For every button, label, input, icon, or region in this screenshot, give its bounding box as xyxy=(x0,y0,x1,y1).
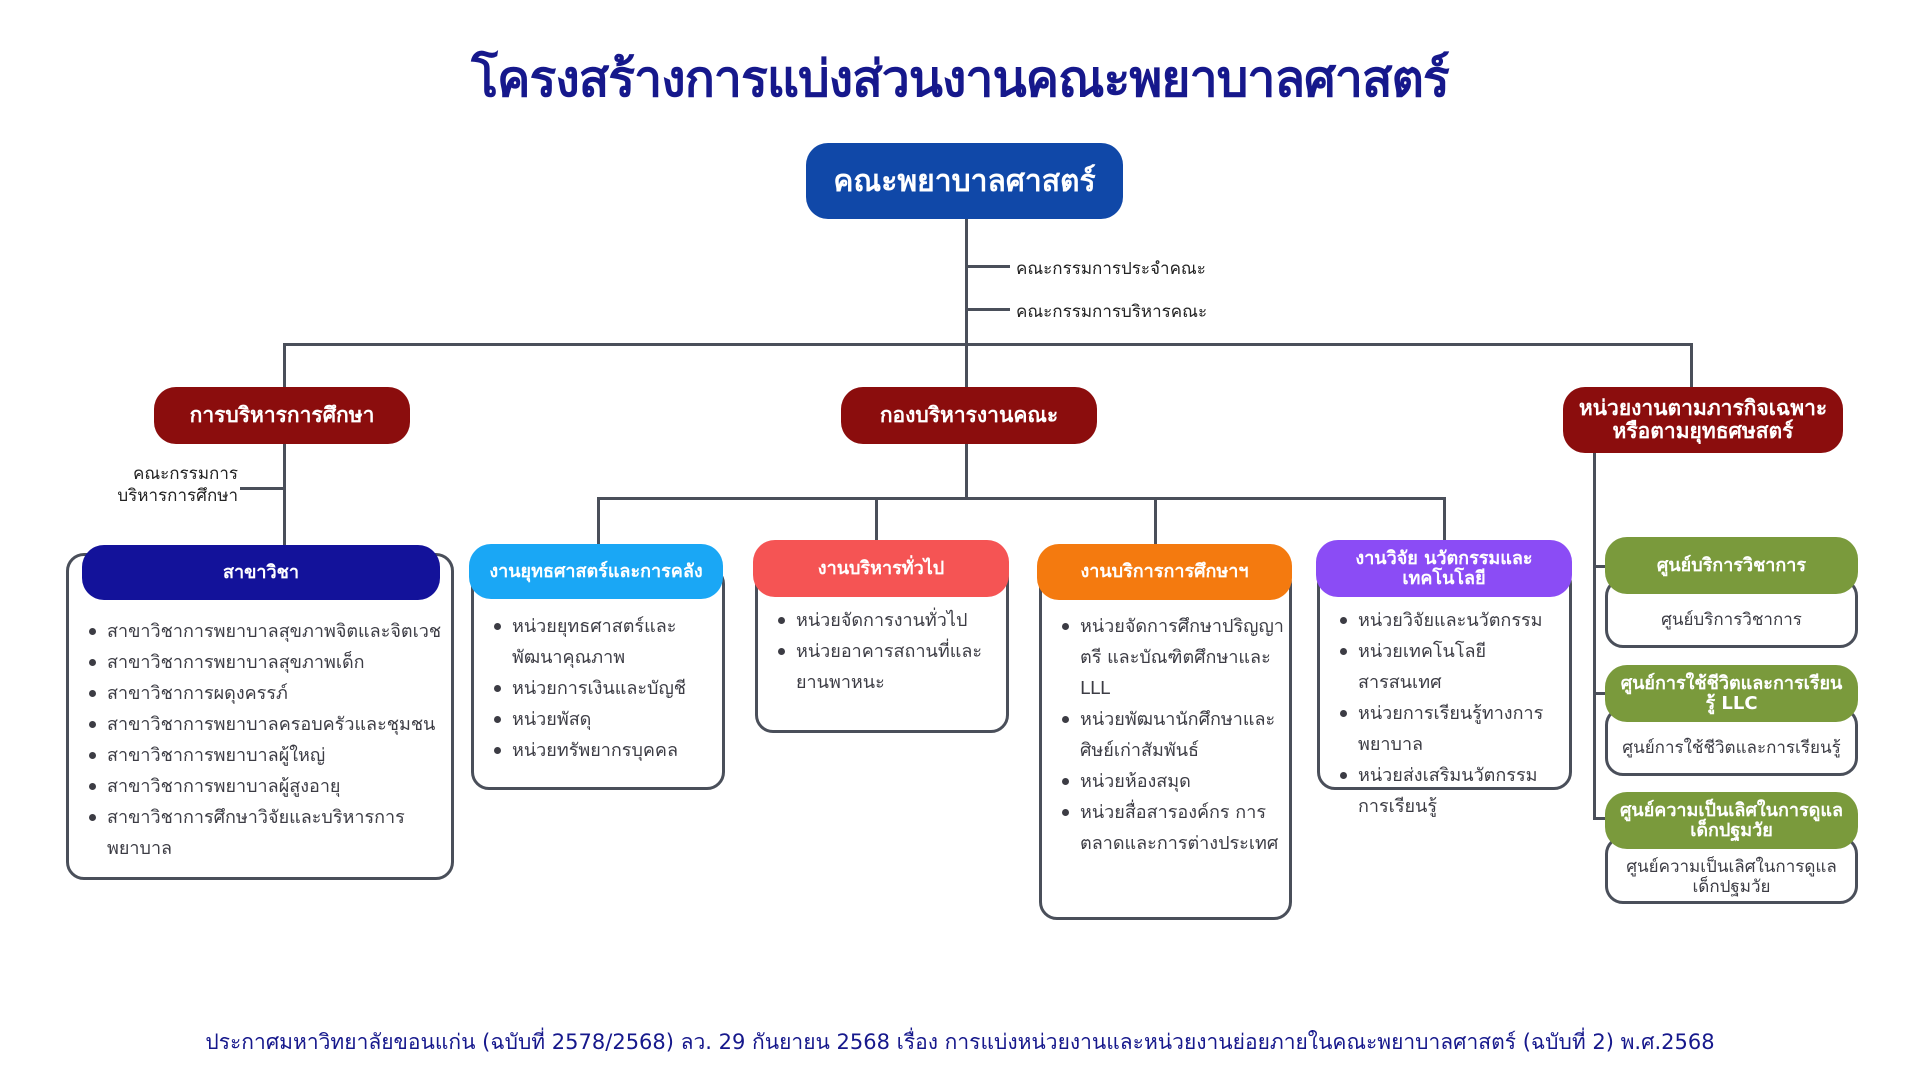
departments-header: สาขาวิชา xyxy=(82,545,440,600)
list-item: สาขาวิชาการศึกษาวิจัยและบริหารการพยาบาล xyxy=(89,802,445,864)
center-body-label: ศูนย์การใช้ชีวิตและการเรียนรู้ xyxy=(1622,738,1841,759)
center-header-label: ศูนย์การใช้ชีวิตและการเรียนรู้ LLC xyxy=(1620,672,1843,714)
list-item: สาขาวิชาการพยาบาลสุขภาพเด็ก xyxy=(89,647,445,678)
connector xyxy=(1593,817,1607,820)
unit-header: งานบริการการศึกษาฯ xyxy=(1037,544,1292,600)
division-faculty-admin: กองบริหารงานคณะ xyxy=(841,387,1097,444)
committee-label: คณะกรรมการประจำคณะ xyxy=(1016,259,1206,279)
division-label: หน่วยงานตามภารกิจเฉพาะหรือตามยุทธศษสตร์ xyxy=(1578,395,1828,443)
connector xyxy=(1593,692,1607,695)
connector xyxy=(1443,497,1446,542)
connector xyxy=(1593,448,1596,818)
unit-box: หน่วยวิจัยและนวัตกรรมหน่วยเทคโนโลยีสารสน… xyxy=(1317,566,1572,817)
unit-list: หน่วยวิจัยและนวัตกรรมหน่วยเทคโนโลยีสารสน… xyxy=(1320,605,1565,822)
list-item: หน่วยยุทธศาสตร์และพัฒนาคุณภาพ xyxy=(494,611,718,673)
connector xyxy=(968,308,1010,311)
unit-list: หน่วยยุทธศาสตร์และพัฒนาคุณภาพหน่วยการเงิ… xyxy=(474,611,718,766)
list-item: หน่วยการเงินและบัญชี xyxy=(494,673,718,704)
connector xyxy=(875,497,878,542)
list-item: หน่วยส่งเสริมนวัตกรรมการเรียนรู้ xyxy=(1340,760,1565,822)
list-item: หน่วยสื่อสารองค์กร การตลาดและการต่างประเ… xyxy=(1062,797,1285,859)
page-title: โครงสร้างการแบ่งส่วนงานคณะพยาบาลศาสตร์ xyxy=(471,50,1450,108)
list-item: สาขาวิชาการพยาบาลผู้สูงอายุ xyxy=(89,771,445,802)
root-node: คณะพยาบาลศาสตร์ xyxy=(806,143,1123,219)
education-committee-label: คณะกรรมการ บริหารการศึกษา xyxy=(60,463,238,507)
center-body-label: ศูนย์บริการวิชาการ xyxy=(1661,609,1802,630)
unit-header: งานวิจัย นวัตกรรมและเทคโนโลยี xyxy=(1316,540,1572,597)
list-item: หน่วยการเรียนรู้ทางการพยาบาล xyxy=(1340,698,1565,760)
unit-box: หน่วยยุทธศาสตร์และพัฒนาคุณภาพหน่วยการเงิ… xyxy=(471,566,725,790)
connector xyxy=(283,343,1693,346)
division-label: กองบริหารงานคณะ xyxy=(879,402,1059,427)
connector xyxy=(965,219,968,499)
list-item: หน่วยทรัพยากรบุคคล xyxy=(494,735,718,766)
unit-list: หน่วยจัดการศึกษาปริญญาตรี และบัณฑิตศึกษา… xyxy=(1042,611,1285,859)
unit-header: งานบริหารทั่วไป xyxy=(753,540,1009,597)
list-item: หน่วยวิจัยและนวัตกรรม xyxy=(1340,605,1565,636)
unit-box: หน่วยจัดการศึกษาปริญญาตรี และบัณฑิตศึกษา… xyxy=(1039,566,1292,920)
center-header: ศูนย์ความเป็นเลิศในการดูแลเด็กปฐมวัย xyxy=(1605,792,1858,849)
list-item: หน่วยจัดการงานทั่วไป xyxy=(778,605,1002,636)
footer-note: ประกาศมหาวิทยาลัยขอนแก่น (ฉบับที่ 2578/2… xyxy=(205,1030,1715,1054)
center-header-label: ศูนย์บริการวิชาการ xyxy=(1656,554,1807,576)
list-item: หน่วยพัสดุ xyxy=(494,704,718,735)
departments-header-label: สาขาวิชา xyxy=(223,561,299,583)
center-header: ศูนย์บริการวิชาการ xyxy=(1605,537,1858,594)
list-item: หน่วยเทคโนโลยีสารสนเทศ xyxy=(1340,636,1565,698)
unit-header-label: งานบริการการศึกษาฯ xyxy=(1080,561,1249,583)
connector xyxy=(1690,343,1693,388)
division-special-mission: หน่วยงานตามภารกิจเฉพาะหรือตามยุทธศษสตร์ xyxy=(1563,387,1843,453)
list-item: สาขาวิชาการพยาบาลสุขภาพจิตและจิตเวช xyxy=(89,616,445,647)
center-header: ศูนย์การใช้ชีวิตและการเรียนรู้ LLC xyxy=(1605,665,1858,722)
unit-header-label: งานยุทธศาสตร์และการคลัง xyxy=(489,560,703,582)
connector xyxy=(240,487,284,490)
connector xyxy=(968,265,1010,268)
connector xyxy=(597,497,600,545)
list-item: สาขาวิชาการพยาบาลครอบครัวและชุมชน xyxy=(89,709,445,740)
connector xyxy=(1154,497,1157,545)
committee-label: คณะกรรมการบริหารคณะ xyxy=(1016,302,1208,322)
connector xyxy=(283,343,286,388)
division-education-admin: การบริหารการศึกษา xyxy=(154,387,410,444)
list-item: หน่วยจัดการศึกษาปริญญาตรี และบัณฑิตศึกษา… xyxy=(1062,611,1285,704)
connector xyxy=(597,497,1446,500)
list-item: สาขาวิชาการพยาบาลผู้ใหญ่ xyxy=(89,740,445,771)
unit-header-label: งานวิจัย นวัตกรรมและเทคโนโลยี xyxy=(1355,547,1533,589)
center-body-label: ศูนย์ความเป็นเลิศในการดูแลเด็กปฐมวัย xyxy=(1626,856,1837,897)
connector xyxy=(1593,565,1607,568)
list-item: สาขาวิชาการผดุงครรภ์ xyxy=(89,678,445,709)
departments-box: สาขาวิชาการพยาบาลสุขภาพจิตและจิตเวชสาขาว… xyxy=(66,553,454,880)
unit-list: หน่วยจัดการงานทั่วไปหน่วยอาคารสถานที่และ… xyxy=(758,605,1002,698)
center-header-label: ศูนย์ความเป็นเลิศในการดูแลเด็กปฐมวัย xyxy=(1620,799,1843,841)
root-label: คณะพยาบาลศาสตร์ xyxy=(833,163,1096,199)
connector xyxy=(283,444,286,546)
unit-header: งานยุทธศาสตร์และการคลัง xyxy=(469,544,723,599)
division-label: การบริหารการศึกษา xyxy=(189,402,375,427)
list-item: หน่วยอาคารสถานที่และยานพาหนะ xyxy=(778,636,1002,698)
list-item: หน่วยห้องสมุด xyxy=(1062,766,1285,797)
committee-line: บริหารการศึกษา xyxy=(117,486,238,506)
unit-header-label: งานบริหารทั่วไป xyxy=(817,557,945,579)
committee-line: คณะกรรมการ xyxy=(132,464,238,484)
list-item: หน่วยพัฒนานักศึกษาและศิษย์เก่าสัมพันธ์ xyxy=(1062,704,1285,766)
departments-list: สาขาวิชาการพยาบาลสุขภาพจิตและจิตเวชสาขาว… xyxy=(69,616,445,864)
